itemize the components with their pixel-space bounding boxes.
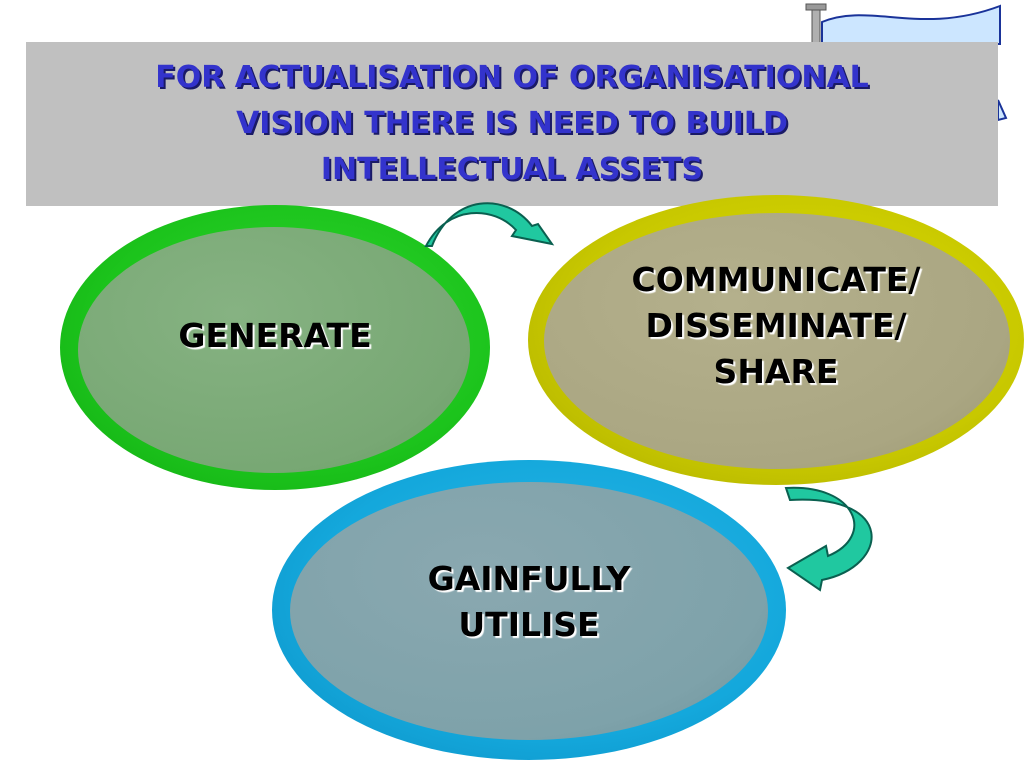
title-line: FOR ACTUALISATION OF ORGANISATIONAL bbox=[155, 60, 869, 95]
utilise-fill bbox=[290, 482, 768, 740]
title-banner: FOR ACTUALISATION OF ORGANISATIONAL VISI… bbox=[26, 42, 998, 206]
curved-arrow-icon bbox=[784, 486, 873, 592]
title-line: VISION THERE IS NEED TO BUILD bbox=[236, 106, 788, 141]
utilise-ellipse: GAINFULLY UTILISE bbox=[272, 460, 786, 760]
communicate-fill bbox=[544, 213, 1010, 469]
communicate-line: COMMUNICATE/ bbox=[631, 260, 921, 299]
communicate-label: COMMUNICATE/ DISSEMINATE/ SHARE bbox=[528, 257, 1024, 395]
curved-arrow-icon bbox=[424, 202, 555, 247]
page-title: FOR ACTUALISATION OF ORGANISATIONAL VISI… bbox=[155, 55, 869, 193]
title-line: INTELLECTUAL ASSETS bbox=[320, 152, 704, 187]
communicate-ellipse: COMMUNICATE/ DISSEMINATE/ SHARE bbox=[528, 195, 1024, 485]
generate-fill bbox=[78, 227, 470, 473]
generate-label: GENERATE bbox=[178, 316, 372, 355]
communicate-line: DISSEMINATE/ bbox=[645, 306, 907, 345]
utilise-line: GAINFULLY bbox=[427, 559, 631, 598]
utilise-line: UTILISE bbox=[458, 605, 600, 644]
generate-ellipse: GENERATE bbox=[60, 205, 490, 490]
communicate-line: SHARE bbox=[713, 352, 839, 391]
utilise-label: GAINFULLY UTILISE bbox=[272, 556, 786, 648]
